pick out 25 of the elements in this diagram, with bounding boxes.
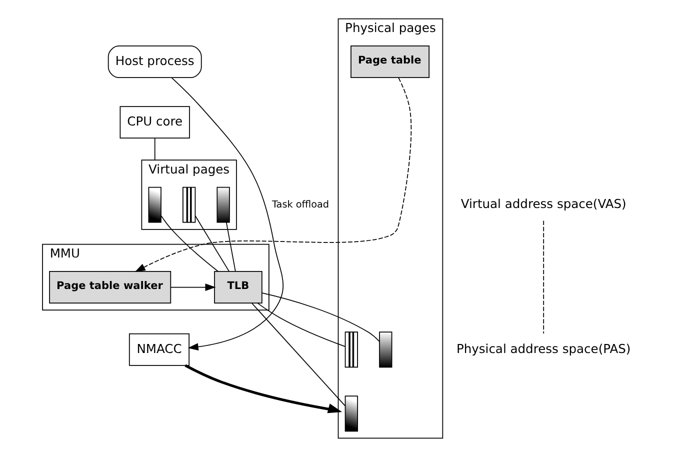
node-box: CPU core — [120, 106, 190, 139]
connector — [251, 302, 346, 406]
node-box: Page table — [350, 46, 430, 78]
arrow — [171, 77, 284, 350]
node-bar — [148, 186, 162, 223]
node-bar — [379, 332, 392, 368]
connector — [194, 215, 230, 272]
edge-label: Task offload — [272, 199, 330, 210]
node-bar — [344, 396, 358, 432]
node-box: Page table walker — [49, 271, 172, 304]
connector — [154, 138, 156, 160]
node-box: Host process — [108, 46, 202, 78]
node-box: TLB — [214, 271, 262, 304]
label: Physical address space(PAS) — [456, 342, 631, 356]
node-bar — [216, 186, 230, 223]
arrow — [170, 284, 216, 291]
connector — [262, 292, 380, 342]
arrow — [184, 364, 342, 414]
label: Virtual address space(VAS) — [460, 197, 626, 212]
connector — [160, 215, 219, 272]
arrow — [134, 78, 412, 272]
node-box: NMACC — [128, 333, 190, 366]
connector — [226, 222, 236, 272]
cluster: Virtual pages — [141, 160, 237, 230]
connector — [257, 302, 346, 347]
